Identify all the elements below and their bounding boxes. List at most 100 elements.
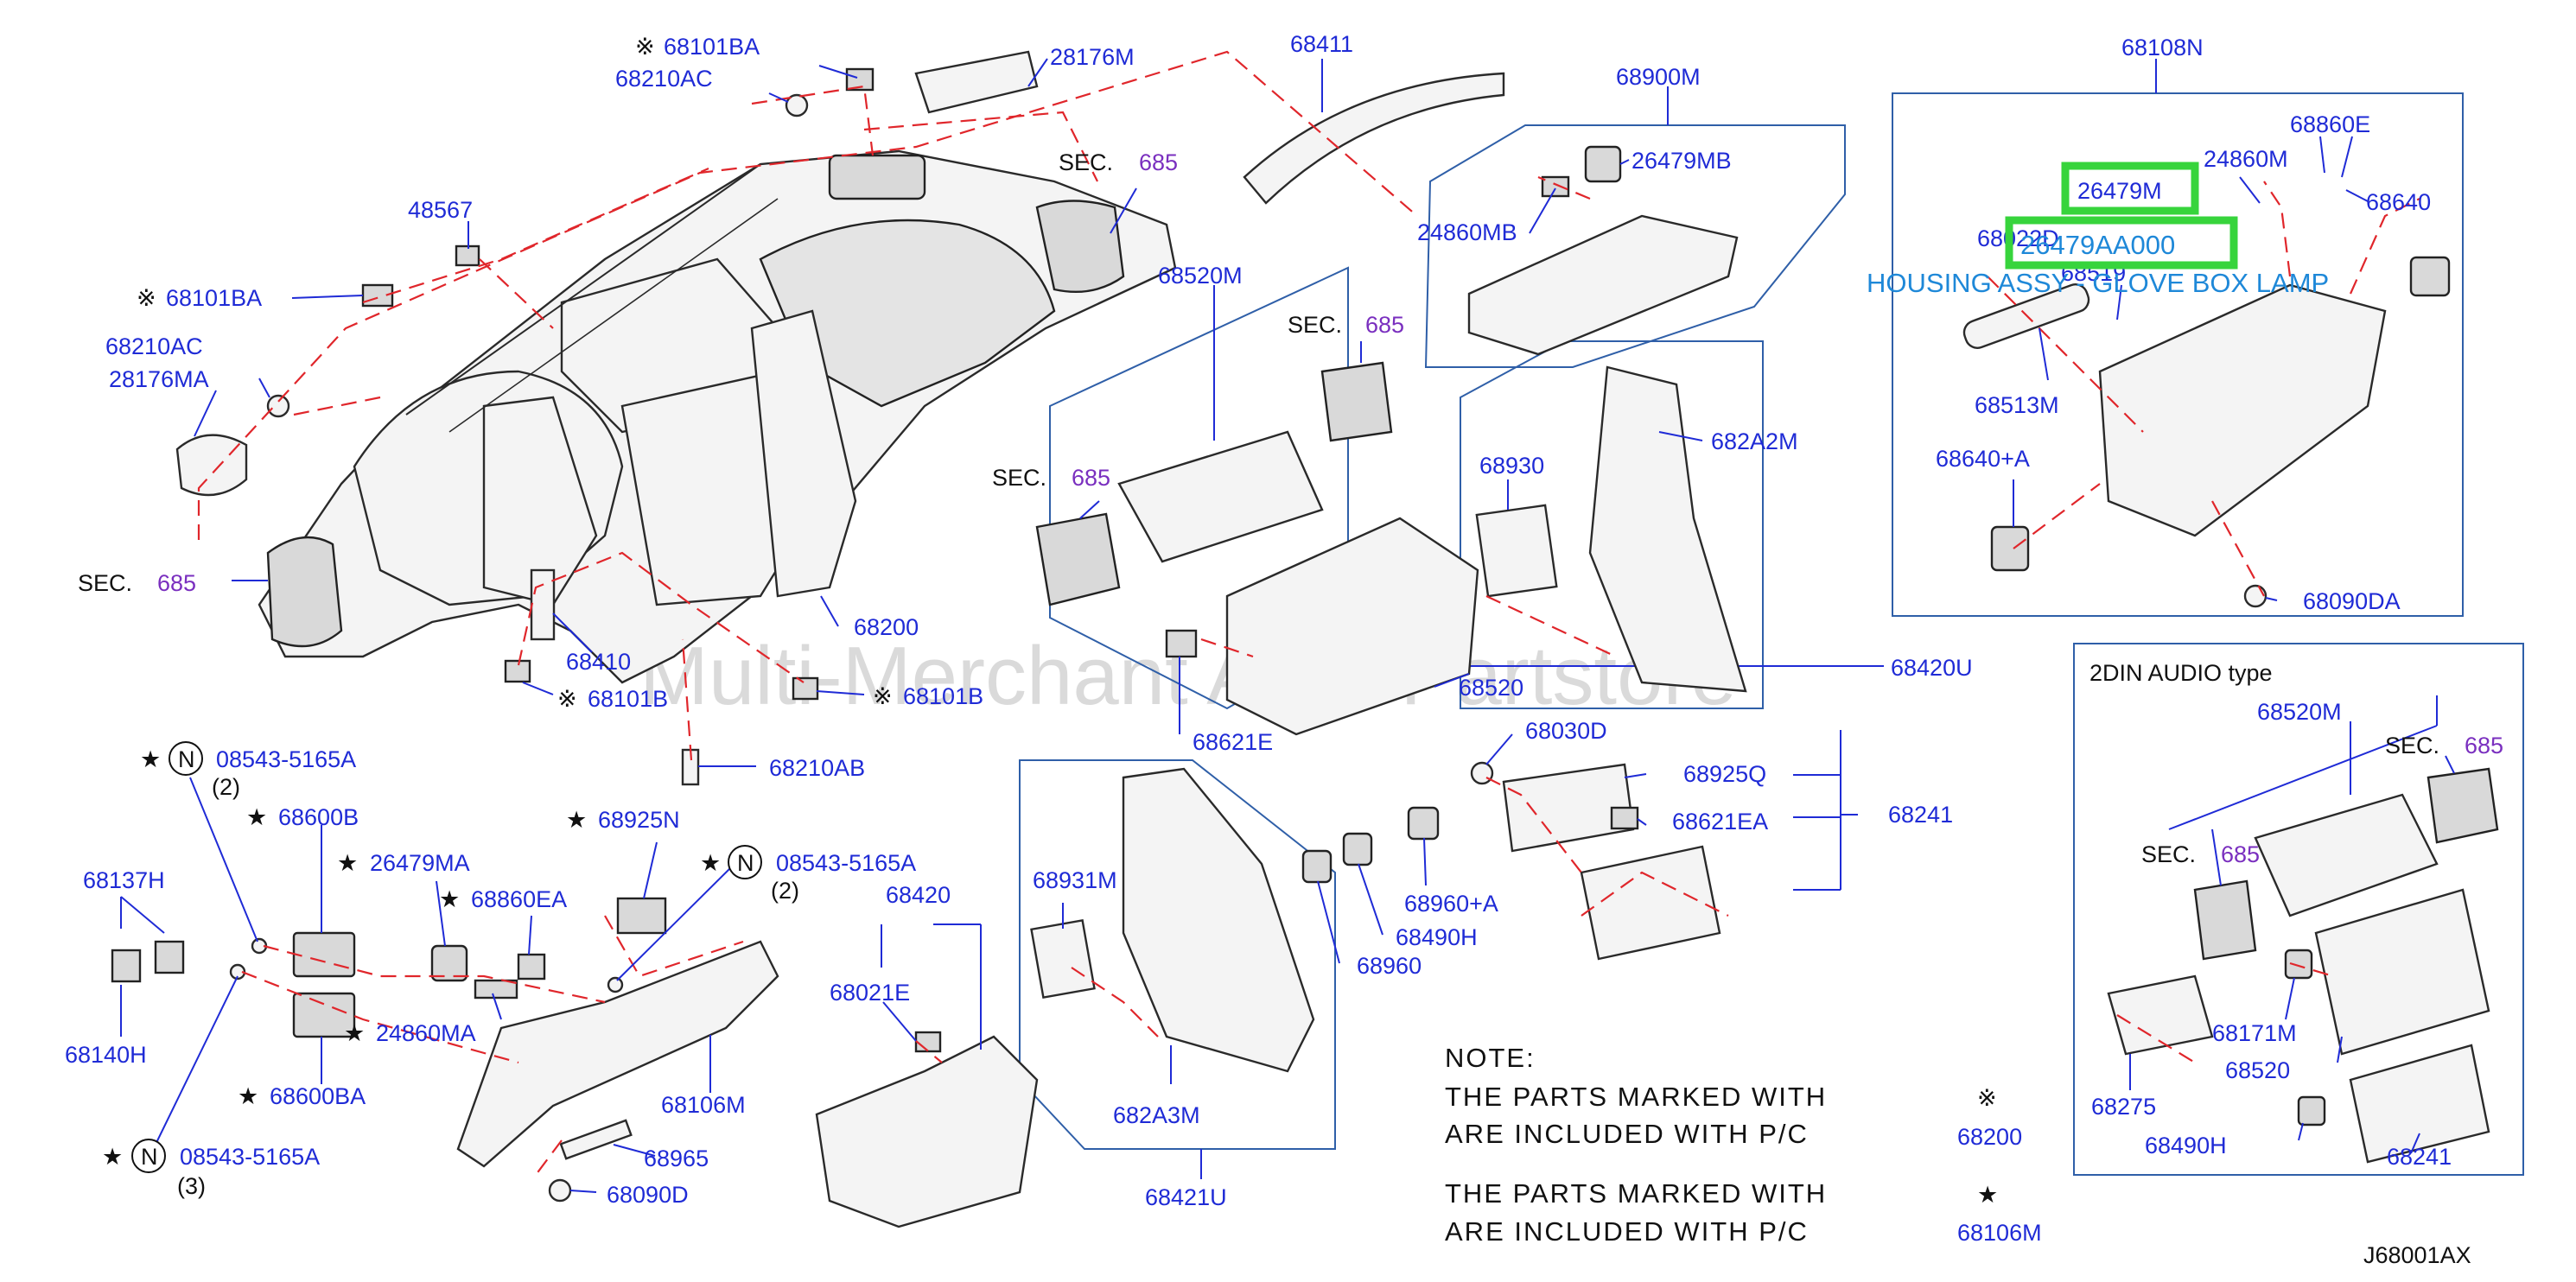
leader-lines	[120, 58, 2455, 1193]
label-24860MB: 24860MB	[1417, 219, 1517, 245]
label-68520M: 68520M	[1158, 263, 1243, 289]
label-68640: 68640	[2366, 189, 2431, 215]
socket-24860MB	[1541, 175, 1570, 198]
sec-number-mid: 685	[1365, 312, 1404, 338]
audio-box-title: 2DIN AUDIO type	[2089, 660, 2273, 686]
label-audio-68520M: 68520M	[2257, 699, 2342, 725]
audio-unit-68520	[2314, 888, 2490, 1056]
sec-number-center: 685	[1072, 465, 1110, 491]
clip-68925N	[616, 897, 667, 935]
label-68101BA-top: 68101BA	[664, 34, 760, 60]
note-ref-68200: 68200	[1957, 1124, 2022, 1150]
part-labels: ※ 68101BA 68210AC 28176M 68411 68900M 68…	[65, 31, 2431, 1210]
label-68106M: 68106M	[661, 1092, 746, 1118]
clip-68021E	[914, 1031, 942, 1053]
label-68420U: 68420U	[1891, 655, 1973, 681]
star-mark: ★	[566, 807, 587, 833]
label-68210AB: 68210AB	[769, 755, 865, 781]
lamp-26479MA	[430, 944, 468, 982]
label-audio-68171M: 68171M	[2212, 1020, 2297, 1046]
note-line-1: THE PARTS MARKED WITH	[1445, 1082, 1827, 1112]
label-68137H: 68137H	[83, 867, 165, 893]
sec-number-left: 685	[157, 570, 196, 596]
clip-68621E	[1165, 629, 1198, 658]
box-68108N	[1892, 92, 2464, 617]
switch-68600BA	[292, 992, 356, 1038]
label-26479M: 26479M	[2077, 178, 2162, 204]
cap-68140H	[111, 949, 142, 983]
kome-mark: ※	[635, 34, 655, 60]
star-mark: ★	[344, 1020, 365, 1046]
label-housing-assy-glove-box-lamp: HOUSING ASSY - GLOVE BOX LAMP	[1867, 268, 2329, 298]
box-68900M	[1424, 124, 1846, 368]
star-mark: ★	[337, 850, 358, 876]
star-mark: ★	[238, 1083, 258, 1109]
audio-vent-sec685-b	[2427, 767, 2499, 844]
label-26479AA000: 26479AA000	[2020, 230, 2175, 260]
label-24860MA: 24860MA	[376, 1020, 476, 1046]
label-68925N: 68925N	[598, 807, 680, 833]
glove-box-68106M	[456, 940, 779, 1168]
audio-bezel-68520M	[2254, 793, 2439, 917]
audio-box-68275	[2107, 974, 2214, 1056]
highlight-26479M	[2061, 162, 2199, 215]
note-kome-mark: ※	[1977, 1085, 1997, 1111]
star-mark: ★	[700, 850, 721, 876]
note-ref-68106M: 68106M	[1957, 1220, 2042, 1246]
label-68520: 68520	[1459, 675, 1523, 701]
panel-68420	[815, 1035, 1039, 1228]
clip-68101B-a	[504, 659, 531, 683]
audio-box-labels: 2DIN AUDIO type 68520M SEC. 685 SEC. 685…	[2089, 660, 2503, 1170]
note-heading: NOTE:	[1445, 1043, 1536, 1073]
switch-68600B	[292, 931, 356, 978]
label-68420: 68420	[886, 882, 951, 908]
label-68925Q: 68925Q	[1683, 761, 1766, 787]
sec-label-left: SEC.	[78, 570, 132, 596]
label-68101BA-left: 68101BA	[166, 285, 262, 311]
star-mark: ★	[439, 886, 460, 912]
audio-switch-68241	[2349, 1044, 2490, 1164]
label-68022D: 68022D	[1977, 225, 2059, 251]
label-28176MA: 28176MA	[109, 366, 209, 392]
clip-68621EA	[1610, 806, 1639, 830]
label-68140H: 68140H	[65, 1042, 147, 1068]
label-68965: 68965	[644, 1146, 709, 1171]
label-682A3M: 682A3M	[1113, 1102, 1200, 1128]
glove-box-68108N	[2098, 283, 2387, 537]
vent-sec685-b	[1320, 361, 1393, 442]
knob-68490H	[1342, 832, 1373, 866]
side-vent-left	[266, 536, 343, 648]
label-68090DA: 68090DA	[2303, 588, 2401, 614]
label-audio-68241: 68241	[2387, 1144, 2452, 1170]
sec-label-audio-b: SEC.	[2141, 841, 2196, 867]
lid-28176M	[914, 50, 1039, 114]
label-68241: 68241	[1888, 802, 1953, 828]
sec-number-audio-a: 685	[2465, 733, 2503, 758]
kome-mark: ※	[557, 686, 577, 712]
label-08543-5165A-3: 08543-5165A	[180, 1144, 320, 1170]
label-68101B-a: 68101B	[588, 686, 668, 712]
lid-28176MA	[175, 434, 248, 497]
side-vent-upper	[1035, 200, 1125, 294]
label-48567: 48567	[408, 197, 473, 223]
kome-mark: ※	[873, 683, 893, 709]
clip-68101B-b	[792, 676, 819, 701]
sec-number-audio-b: 685	[2221, 841, 2260, 867]
lamp-26479MB	[1584, 145, 1622, 183]
label-68210AC-top: 68210AC	[615, 66, 713, 92]
note-block: NOTE: THE PARTS MARKED WITH ARE INCLUDED…	[1445, 1043, 2042, 1247]
screw-08543-c	[607, 976, 624, 993]
label-68930: 68930	[1479, 453, 1544, 479]
qty-2b: (2)	[771, 878, 799, 904]
audio-vent-sec685-a	[2193, 879, 2257, 961]
label-audio-68275: 68275	[2091, 1094, 2156, 1120]
bumper-68640	[2409, 256, 2451, 297]
box-2din-audio	[2073, 643, 2524, 1176]
knob-68960	[1301, 849, 1333, 884]
label-08543-5165A-1: 08543-5165A	[216, 746, 356, 772]
diagram-code: J68001AX	[2363, 1242, 2471, 1268]
label-68411: 68411	[1290, 31, 1353, 57]
star-mark: ★	[246, 804, 267, 830]
sec-label-mid: SEC.	[1288, 312, 1342, 338]
